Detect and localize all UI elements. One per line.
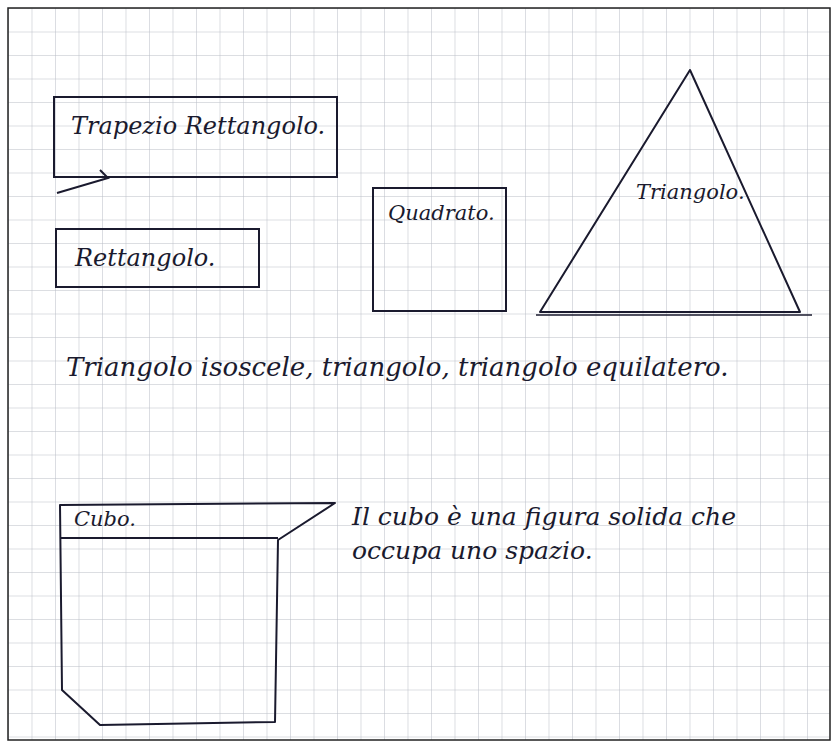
cube-outline bbox=[60, 503, 335, 725]
grid bbox=[8, 8, 830, 740]
cube-shape: Cubo. bbox=[58, 500, 338, 728]
shape-name: Triangolo. bbox=[636, 180, 745, 205]
triangle-shape: Triangolo. bbox=[538, 68, 802, 314]
trapezoid-box: Trapezio Rettangolo. bbox=[53, 96, 338, 178]
shape-name: Trapezio Rettangolo. bbox=[71, 112, 325, 141]
trapezoid-stroke bbox=[57, 170, 108, 193]
cube-edge bbox=[60, 537, 278, 539]
rectangle-box: Rettangolo. bbox=[55, 228, 260, 288]
shape-name: Rettangolo. bbox=[75, 244, 215, 273]
shape-name: Cubo. bbox=[74, 507, 136, 532]
shape-name: Quadrato. bbox=[388, 201, 495, 226]
cube-outline bbox=[58, 500, 338, 728]
page-frame bbox=[8, 8, 830, 740]
triangle-outline bbox=[540, 70, 800, 312]
note-text: Triangolo isoscele, triangolo, triangolo… bbox=[66, 350, 806, 385]
square-box: Quadrato. bbox=[372, 187, 507, 312]
base-line bbox=[536, 314, 812, 316]
note-text: Il cubo è una figura solida che occupa u… bbox=[352, 500, 807, 568]
